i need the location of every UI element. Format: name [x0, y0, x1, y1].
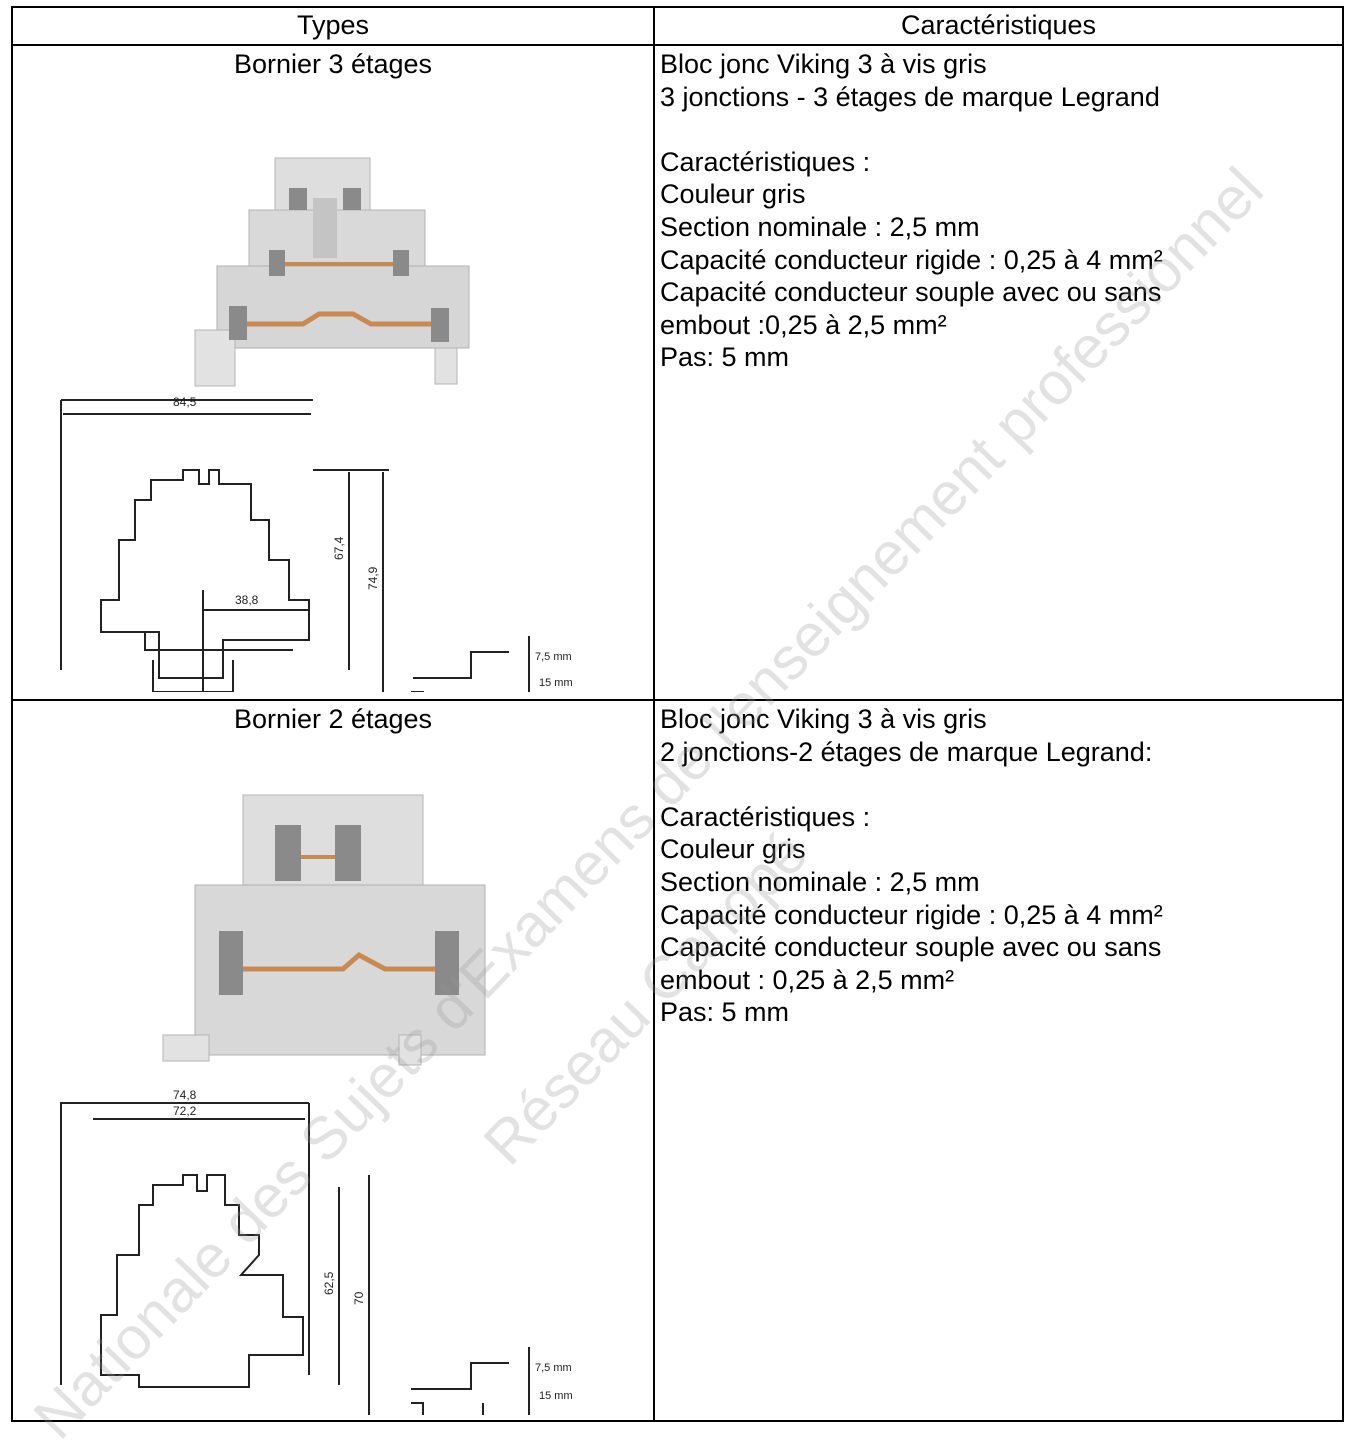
dim-width-label: 84,5: [173, 395, 197, 409]
type-title: Bornier 3 étages: [233, 49, 433, 79]
type-title: Bornier 2 étages: [233, 704, 433, 734]
terminal-figure-3-stage: 84,5 38,8 67,4 74,9 7,5 mm 15 mm: [13, 80, 653, 723]
terminal-dimension-drawing-2-stage: [60, 1102, 530, 1426]
terminal-dimension-drawing-3-stage: [60, 399, 530, 723]
table-row: Bornier 2 étages: [11, 699, 1344, 1426]
table-row: Bornier 3 étages: [11, 44, 1344, 723]
characteristics-cell: Bloc jonc Viking 3 à vis gris 2 jonction…: [653, 699, 1344, 1422]
terminal-3-stage-drawing: 84,5 38,8 67,4 74,9 7,5 mm 15 mm: [60, 157, 573, 723]
dim-width2-label: 72,2: [173, 1104, 197, 1118]
header-types: Types: [11, 6, 655, 46]
document-page: Types Caractéristiques Bornier 3 étages: [11, 6, 1344, 1451]
type-cell: Bornier 2 étages: [11, 699, 655, 1426]
characteristics-text: Bloc jonc Viking 3 à vis gris 2 jonction…: [660, 704, 1163, 1028]
dim-height1-label: 62,5: [322, 1271, 336, 1295]
dim-height2-label: 70: [352, 1291, 366, 1305]
terminal-photo-3-stage: [194, 157, 470, 387]
table-header-row: Types Caractéristiques: [11, 6, 1344, 46]
terminal-photo-2-stage: [162, 794, 486, 1066]
characteristics-text: Bloc jonc Viking 3 à vis gris 3 jonction…: [660, 49, 1163, 373]
dim-rail1-label: 7,5 mm: [535, 651, 572, 663]
dim-height1-label: 67,4: [332, 536, 346, 560]
dim-width1-label: 74,8: [173, 1088, 197, 1102]
spec-table: Types Caractéristiques Bornier 3 étages: [11, 6, 1344, 1426]
type-cell: Bornier 3 étages: [11, 44, 655, 723]
dim-height2-label: 74,9: [366, 566, 380, 590]
dim-inner-label: 38,8: [235, 593, 259, 607]
terminal-2-stage-drawing: 74,8 72,2 62,5 70 7,5 mm 15 mm: [60, 794, 573, 1426]
header-caracteristiques: Caractéristiques: [653, 6, 1344, 46]
characteristics-cell: Bloc jonc Viking 3 à vis gris 3 jonction…: [653, 44, 1344, 701]
dim-rail2-label: 15 mm: [539, 1390, 573, 1402]
dim-rail2-label: 15 mm: [539, 677, 573, 689]
terminal-figure-2-stage: 74,8 72,2 62,5 70 7,5 mm 15 mm: [13, 735, 653, 1426]
dim-rail1-label: 7,5 mm: [535, 1362, 572, 1374]
